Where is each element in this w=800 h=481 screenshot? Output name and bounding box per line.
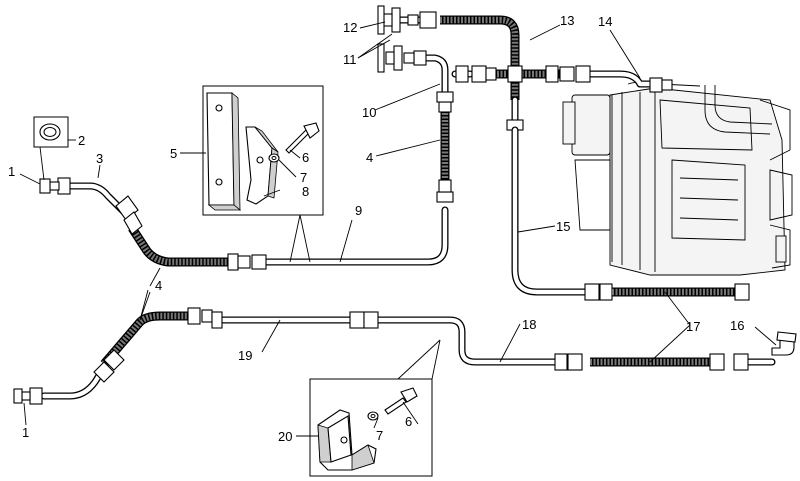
callout-15: 15 [556,219,570,234]
callout-4-left: 4 [155,278,162,293]
callout-7-upper: 7 [300,170,307,185]
callout-11: 11 [343,52,357,67]
callout-19: 19 [238,348,252,363]
callout-8: 8 [302,184,309,199]
callout-1-lower: 1 [22,425,29,440]
callout-10: 10 [362,105,376,120]
callout-6-lower: 6 [405,414,412,429]
pump-assembly-outline [562,81,793,276]
callout-16: 16 [730,318,744,333]
pressure-line-14 [451,65,673,93]
tee-valve-11-12 [377,5,385,73]
callout-5: 5 [170,146,177,161]
callout-1-upper: 1 [8,164,15,179]
callout-2: 2 [78,133,85,148]
pressure-line-13 [382,7,524,131]
bracket-detail-box-lower [309,378,433,477]
callout-labels: 1 2 3 4 4 5 6 7 8 9 10 11 12 13 14 15 16… [8,13,744,444]
callout-20: 20 [278,429,292,444]
callout-7-lower: 7 [376,428,383,443]
callout-13: 13 [560,13,574,28]
o-ring-detail [33,116,69,148]
callout-14: 14 [598,14,612,29]
callout-9: 9 [355,203,362,218]
callout-12: 12 [343,20,357,35]
return-line-15 [511,126,750,301]
pressure-line-upper [60,54,450,267]
bracket-detail-box-upper [202,85,324,216]
callout-18: 18 [522,317,536,332]
callout-4-right: 4 [366,150,373,165]
leader-lines [19,21,777,437]
callout-3: 3 [96,151,103,166]
fittings-upper-chain [39,45,454,271]
lower-line-assembly [13,307,797,405]
callout-6-upper: 6 [302,150,309,165]
callout-17: 17 [686,319,700,334]
